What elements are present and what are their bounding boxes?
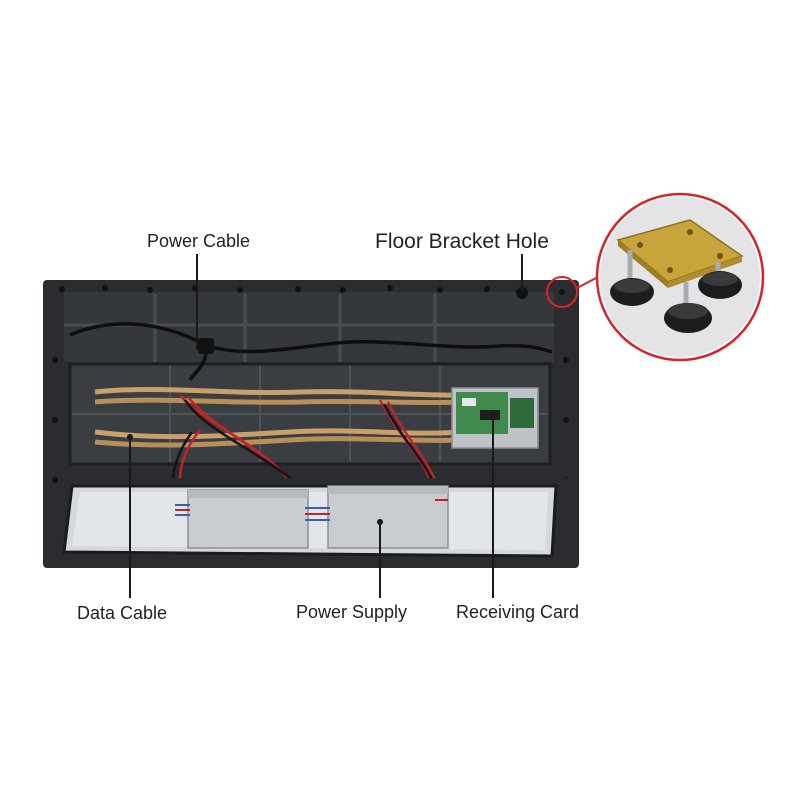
- back-door: [48, 478, 570, 568]
- label-power-cable: Power Cable: [147, 231, 251, 251]
- power-cable-line: [69, 322, 553, 354]
- label-receiving-card: Receiving Card: [456, 602, 580, 622]
- floor-bracket-detail: [595, 192, 765, 362]
- cabinet-top-rail: [64, 292, 554, 362]
- receiving-card: [451, 387, 539, 449]
- power-supply-left: [187, 489, 309, 549]
- leader-lines: [129, 254, 523, 598]
- label-data-cable: Data Cable: [77, 603, 168, 623]
- power-supply-right: [327, 485, 449, 549]
- label-floor-bracket-hole: Floor Bracket Hole: [375, 230, 549, 253]
- floor-bracket-callout-small: [546, 276, 578, 308]
- power-supply-units: [175, 485, 449, 549]
- label-power-supply: Power Supply: [296, 602, 408, 622]
- power-cable-connector: [198, 338, 214, 354]
